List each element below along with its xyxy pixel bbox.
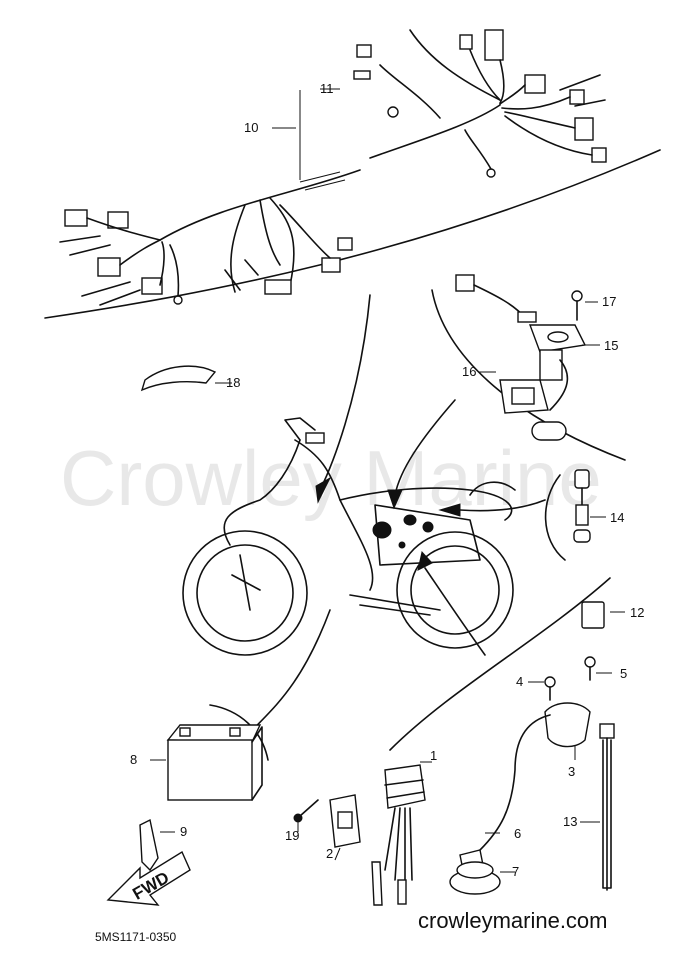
site-url: crowleymarine.com: [418, 908, 608, 933]
battery-part: [150, 704, 269, 801]
diagram-code: 5MS1171-0350: [95, 930, 176, 944]
callout-4: 4: [516, 674, 523, 689]
cable-band-part: [580, 723, 615, 891]
callout-3: 3: [568, 764, 575, 779]
callout-5: 5: [620, 666, 627, 681]
wire-harness-group: [44, 29, 661, 319]
callout-labels: 1 2 3 4 5 6 7 8 9 10 11 12 13 14 15 16 1…: [130, 81, 644, 879]
scooter-illustration: [182, 294, 611, 751]
callout-11: 11: [320, 81, 334, 96]
callout-14: 14: [610, 510, 624, 525]
callout-12: 12: [630, 605, 644, 620]
callout-15: 15: [604, 338, 618, 353]
callout-18: 18: [226, 375, 240, 390]
callout-6: 6: [514, 826, 521, 841]
callout-8: 8: [130, 752, 137, 767]
fuel-sender-group: [431, 274, 626, 461]
cdi-unit-group: [371, 761, 432, 906]
callout-1: 1: [430, 748, 437, 763]
callout-17: 17: [602, 294, 616, 309]
right-parts-group: [544, 469, 625, 629]
sticker-part: [140, 365, 217, 392]
ignition-coil-group: [449, 656, 612, 895]
fuse-part: [353, 70, 371, 80]
callout-16: 16: [462, 364, 476, 379]
callout-9: 9: [180, 824, 187, 839]
callout-2: 2: [326, 846, 333, 861]
breather-tube-part: [139, 818, 159, 872]
callout-13: 13: [563, 814, 577, 829]
relay-bracket-group: [293, 794, 361, 861]
callout-10: 10: [244, 120, 258, 135]
callout-19: 19: [285, 828, 299, 843]
callout-7: 7: [512, 864, 519, 879]
